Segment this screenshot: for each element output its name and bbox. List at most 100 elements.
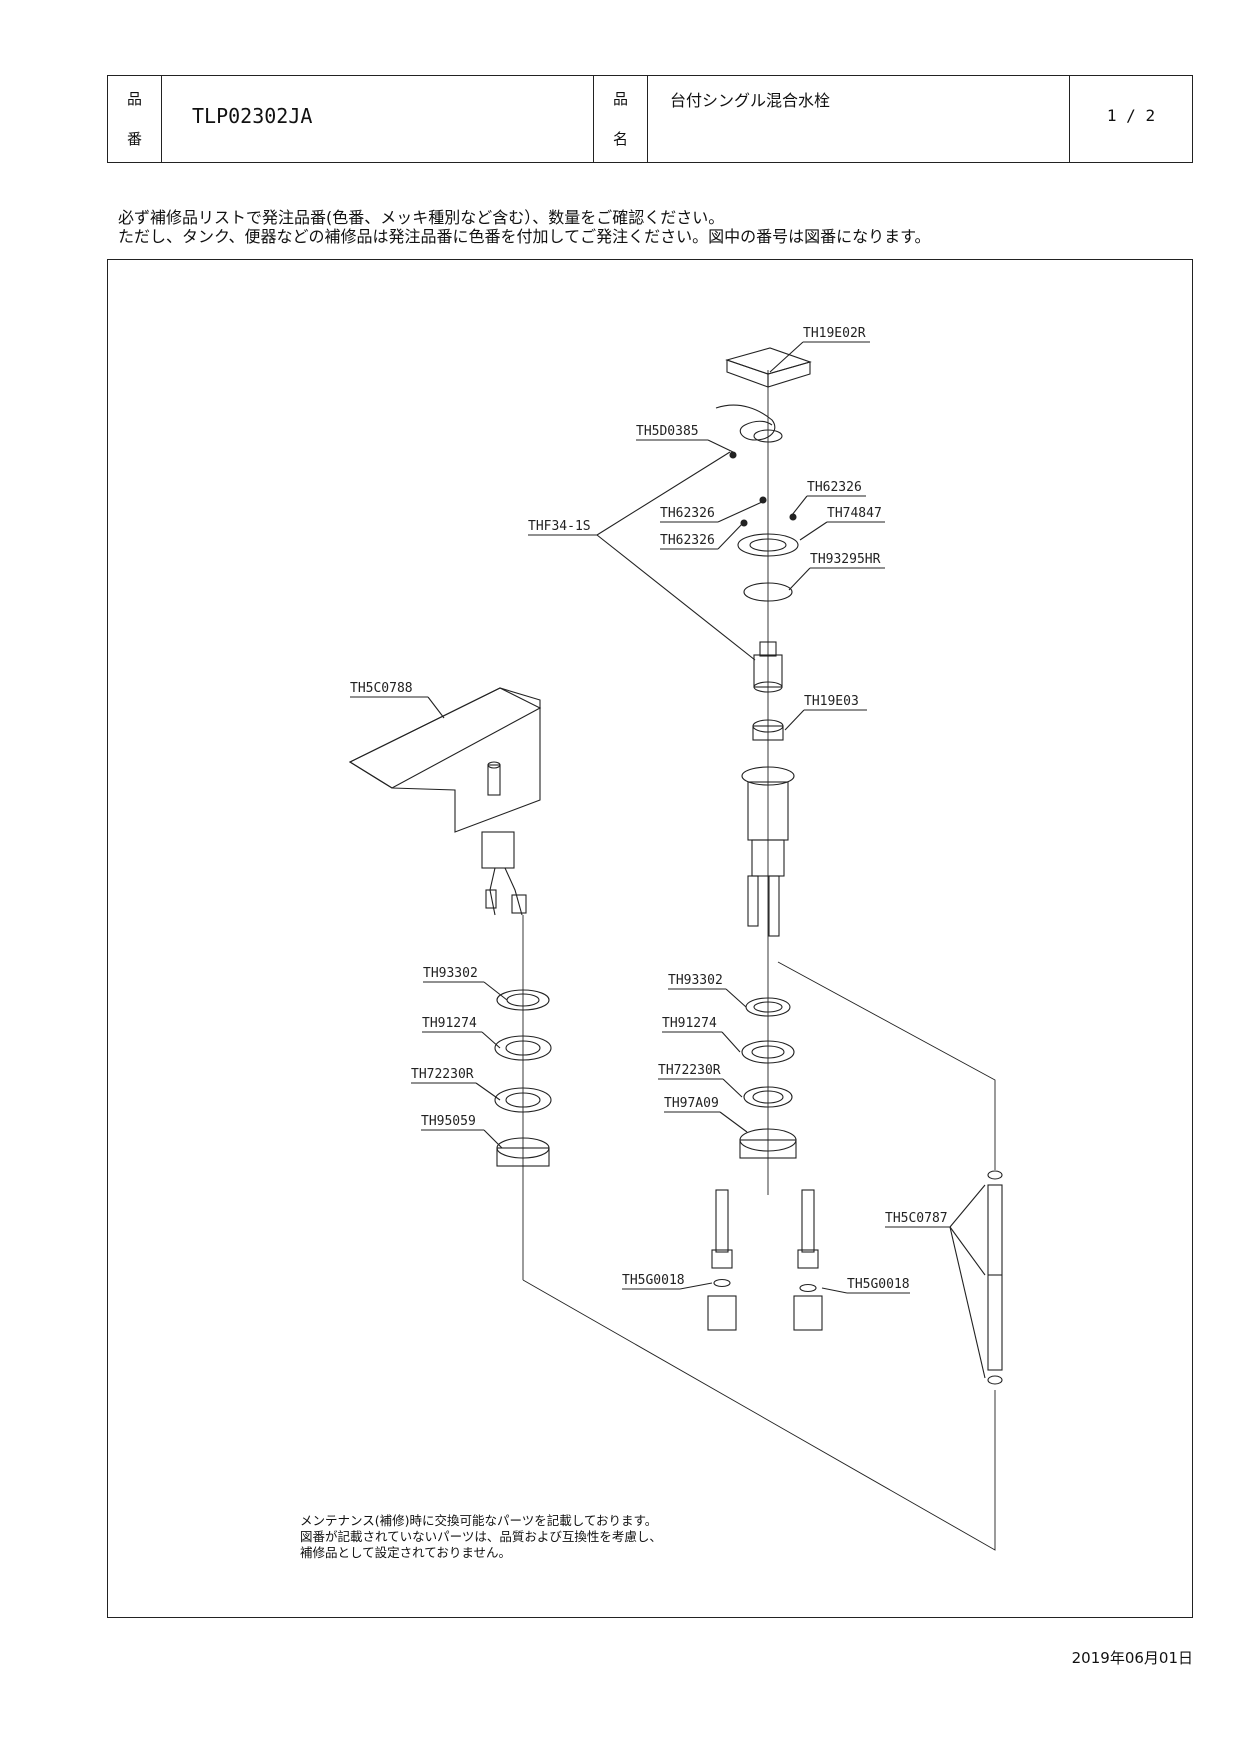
- supply-fitting-left: [711, 1249, 733, 1269]
- part-name-key-2: 名: [612, 130, 628, 148]
- label-th97a09: TH97A09: [664, 1096, 719, 1111]
- label-th72230r-right: TH72230R: [658, 1063, 721, 1078]
- part-number-key-2: 番: [126, 130, 142, 148]
- part-number-key: 品 番: [108, 76, 162, 162]
- part-name-key: 品 名: [594, 76, 648, 162]
- screw-2: [759, 496, 767, 504]
- washer-r-1: [745, 997, 791, 1017]
- leader-th62326-a-arrow: [791, 495, 808, 516]
- washer-l-1-inner: [506, 993, 540, 1007]
- leader-th93302-r-arrow: [725, 988, 747, 1008]
- washer-l-2-inner: [505, 1040, 541, 1056]
- leader-thf34-lower: [596, 534, 756, 661]
- label-th5d0385: TH5D0385: [636, 424, 699, 439]
- screw-1: [729, 451, 737, 459]
- gasket-left: [713, 1278, 731, 1288]
- handle-cap-left-face: [726, 359, 769, 388]
- leader-th5g0018-r-arrow: [821, 1287, 848, 1294]
- leader-th91274-r-arrow: [721, 1031, 741, 1053]
- label-th19e03: TH19E03: [804, 694, 859, 709]
- leader-th97a09-arrow: [719, 1111, 748, 1133]
- body-pipe-right: [768, 875, 780, 937]
- label-th5c0787: TH5C0787: [885, 1211, 948, 1226]
- spout-threaded-shank: [481, 831, 515, 869]
- handle-cap-top: [725, 347, 812, 375]
- screw-4: [740, 519, 748, 527]
- page-cell: 1 / 2: [1070, 76, 1192, 162]
- leader-th95059-arrow: [483, 1129, 503, 1149]
- leader-th5c0788-arrow: [427, 696, 445, 719]
- body-flange: [741, 766, 795, 786]
- hose-tube: [987, 1184, 1003, 1371]
- body-lower: [751, 839, 785, 877]
- flange-ring-inner: [749, 538, 787, 552]
- leader-th5d0385-arrow: [707, 439, 734, 453]
- handle-cap-right-face: [767, 361, 811, 388]
- maintenance-note-line-2: 図番が記載されていないパーツは、品質および互換性を考慮し、: [300, 1529, 662, 1544]
- label-th62326-a: TH62326: [807, 480, 862, 495]
- leader-th62326-c-arrow: [717, 521, 745, 550]
- spout-connector-2: [511, 894, 527, 914]
- washer-l-1: [496, 989, 550, 1011]
- label-th93302-left: TH93302: [423, 966, 478, 981]
- screw-3: [789, 513, 797, 521]
- flange-ring-outer: [737, 533, 799, 557]
- leader-th5g0018-l-arrow: [679, 1282, 713, 1290]
- washer-r-3-inner: [752, 1090, 784, 1104]
- label-th95059: TH95059: [421, 1114, 476, 1129]
- part-name: 台付シングル混合水栓: [670, 91, 831, 110]
- supply-pipe-left: [715, 1189, 729, 1253]
- lever-base: [753, 429, 783, 443]
- leader-th5c0787-a: [949, 1184, 986, 1228]
- leader-th93302-l-arrow: [483, 981, 508, 1001]
- part-number-cell: TLP02302JA: [162, 76, 594, 162]
- leader-th62326-b-arrow: [717, 501, 763, 523]
- nut-body: [752, 725, 784, 741]
- body-pipe-left: [747, 875, 759, 927]
- leader-th72230r-r-arrow: [722, 1078, 743, 1098]
- leader-th72230r-l-arrow: [475, 1082, 501, 1101]
- leader-th74847-arrow: [799, 521, 828, 541]
- spout-top-face: [348, 687, 542, 789]
- label-th93302-right: TH93302: [668, 973, 723, 988]
- supply-fitting-right: [797, 1249, 819, 1269]
- label-th72230r-left: TH72230R: [411, 1067, 474, 1082]
- left-hose-path: [522, 1279, 996, 1551]
- gasket-right: [799, 1283, 817, 1293]
- label-th91274-right: TH91274: [662, 1016, 717, 1031]
- order-note-line-1: 必ず補修品リストで発注品番(色番、メッキ種別など含む）、数量をご確認ください。: [118, 208, 725, 227]
- oring-th93295hr: [743, 582, 793, 602]
- cartridge-stem: [759, 641, 777, 657]
- label-th62326-b: TH62326: [660, 506, 715, 521]
- label-th5g0018-right: TH5G0018: [847, 1277, 910, 1292]
- leader-th91274-l-arrow: [481, 1031, 501, 1049]
- cartridge-base: [753, 681, 783, 693]
- hose-gasket-bottom: [987, 1375, 1003, 1385]
- label-th91274-left: TH91274: [422, 1016, 477, 1031]
- leader-thf34-upper: [596, 451, 731, 536]
- order-note-line-2: ただし、タンク、便器などの補修品は発注品番に色番を付加してご発注ください。図中の…: [118, 227, 931, 246]
- spout-lever: [487, 764, 501, 796]
- lever-handle: [715, 404, 776, 441]
- washer-r-2-inner: [751, 1045, 785, 1059]
- spout-connector-1: [485, 889, 497, 909]
- spout-lever-cap: [487, 761, 501, 769]
- supply-pipe-right: [801, 1189, 815, 1253]
- hose-gasket-top: [987, 1170, 1003, 1180]
- adapter-left: [707, 1295, 737, 1331]
- leader-th19e02r-arrow: [769, 341, 804, 373]
- title-block: 品 番 TLP02302JA 品 名 台付シングル混合水栓 1 / 2: [107, 75, 1193, 163]
- washer-r-1-inner: [753, 1001, 783, 1013]
- leader-th5c0787-b: [949, 1226, 986, 1276]
- leader-th5c0787-c: [949, 1226, 986, 1379]
- adapter-right: [793, 1295, 823, 1331]
- label-th93295hr: TH93295HR: [810, 552, 881, 567]
- part-name-key-1: 品: [612, 90, 628, 108]
- washer-l-2: [494, 1035, 552, 1061]
- cartridge-body: [753, 654, 783, 688]
- leader-th93295hr-arrow: [788, 567, 811, 591]
- maintenance-note-line-3: 補修品として設定されておりません。: [300, 1545, 512, 1560]
- label-th19e02r: TH19E02R: [803, 326, 866, 341]
- right-hose-path: [777, 961, 996, 1170]
